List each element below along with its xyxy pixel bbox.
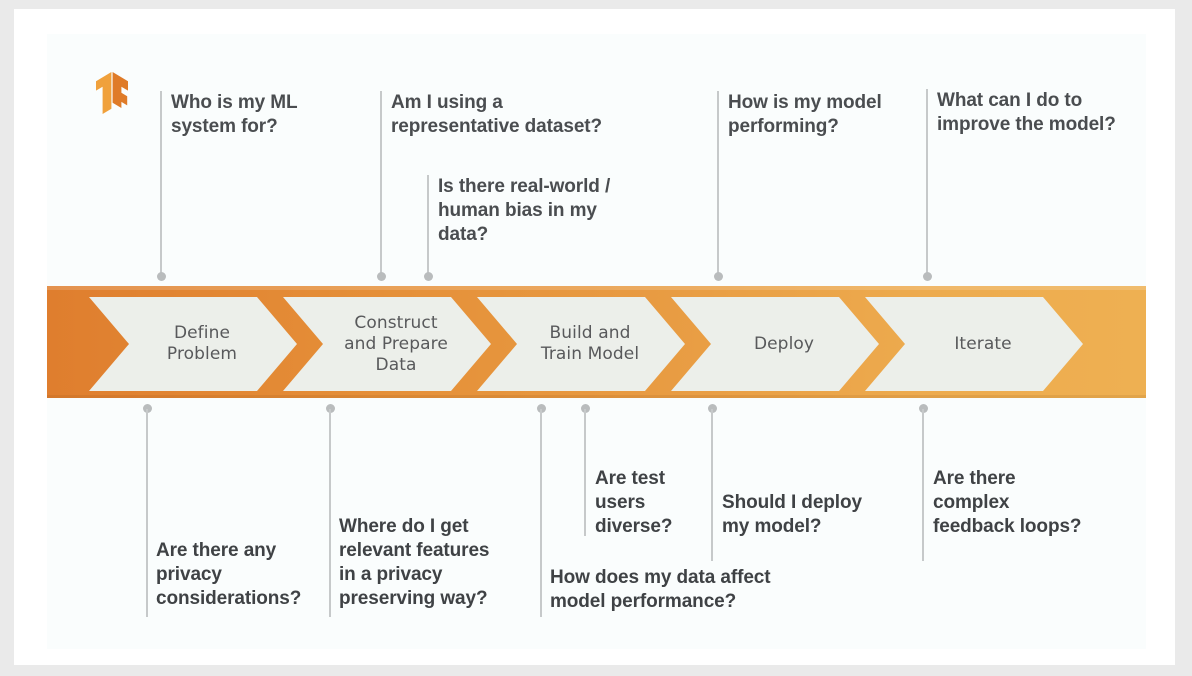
band-highlight bbox=[47, 286, 1146, 290]
tensorflow-logo bbox=[96, 72, 128, 114]
connector-dot-top-2 bbox=[377, 272, 386, 281]
connector-line-bottom-2 bbox=[329, 409, 331, 617]
note-line: in a privacy bbox=[339, 564, 443, 585]
connector-dot-top-3 bbox=[424, 272, 433, 281]
connector-dot-bottom-4 bbox=[581, 404, 590, 413]
note-are-test-users-diverse: Are test users diverse? bbox=[595, 467, 715, 539]
process-step-label: Iterate bbox=[954, 333, 1012, 354]
note-line: diverse? bbox=[595, 516, 673, 537]
note-line: Are test bbox=[595, 468, 665, 489]
note-should-i-deploy-my-model: Should I deploy my model? bbox=[722, 491, 917, 539]
note-line: Am I using a bbox=[391, 92, 503, 113]
connector-dot-bottom-3 bbox=[537, 404, 546, 413]
process-step-iterate[interactable]: Iterate bbox=[865, 297, 1083, 391]
connector-dot-top-4 bbox=[714, 272, 723, 281]
note-line: performing? bbox=[728, 116, 839, 137]
note-line: What can I do to bbox=[937, 90, 1083, 111]
note-line: relevant features bbox=[339, 540, 490, 561]
connector-line-bottom-5 bbox=[711, 409, 713, 561]
note-line: preserving way? bbox=[339, 588, 488, 609]
slide-card: Who is my ML system for? Am I using a re… bbox=[47, 34, 1146, 649]
connector-line-top-5 bbox=[926, 89, 928, 279]
note-line: How does my data affect bbox=[550, 567, 771, 588]
process-step-label: Define Problem bbox=[166, 323, 238, 364]
note-line: Are there any bbox=[156, 540, 277, 561]
connector-line-bottom-6 bbox=[922, 409, 924, 561]
note-how-is-my-model-performing: How is my model performing? bbox=[728, 91, 928, 139]
note-line: improve the model? bbox=[937, 114, 1116, 135]
process-step-deploy[interactable]: Deploy bbox=[671, 297, 879, 391]
connector-dot-bottom-5 bbox=[708, 404, 717, 413]
note-line: users bbox=[595, 492, 646, 513]
connector-dot-bottom-6 bbox=[919, 404, 928, 413]
note-line: Who is my ML bbox=[171, 92, 298, 113]
note-how-does-data-affect-performance: How does my data affect model performanc… bbox=[550, 566, 820, 614]
note-line: feedback loops? bbox=[933, 516, 1082, 537]
connector-line-top-1 bbox=[160, 91, 162, 279]
connector-line-bottom-3 bbox=[540, 409, 542, 617]
ml-workflow-band: Define Problem Construct and Prepare Dat… bbox=[47, 286, 1146, 398]
note-relevant-features-privacy-preserving: Where do I get relevant features in a pr… bbox=[339, 515, 524, 611]
note-line: my model? bbox=[722, 516, 822, 537]
note-line: human bias in my bbox=[438, 200, 597, 221]
connector-line-top-4 bbox=[717, 91, 719, 279]
connector-dot-bottom-1 bbox=[143, 404, 152, 413]
note-line: Are there bbox=[933, 468, 1016, 489]
band-shadow bbox=[47, 395, 1146, 398]
connector-line-top-3 bbox=[427, 175, 429, 279]
process-step-build-and-train-model[interactable]: Build and Train Model bbox=[477, 297, 685, 391]
connector-line-top-2 bbox=[380, 91, 382, 279]
process-step-construct-and-prepare-data[interactable]: Construct and Prepare Data bbox=[283, 297, 491, 391]
note-line: system for? bbox=[171, 116, 278, 137]
note-line: complex bbox=[933, 492, 1010, 513]
note-complex-feedback-loops: Are there complex feedback loops? bbox=[933, 467, 1133, 539]
connector-dot-bottom-2 bbox=[326, 404, 335, 413]
note-line: model performance? bbox=[550, 591, 737, 612]
connector-line-bottom-1 bbox=[146, 409, 148, 617]
note-line: representative dataset? bbox=[391, 116, 603, 137]
note-line: Is there real-world / bbox=[438, 176, 611, 197]
note-line: Where do I get bbox=[339, 516, 469, 537]
note-what-can-i-do-to-improve: What can I do to improve the model? bbox=[937, 89, 1152, 137]
note-privacy-considerations: Are there any privacy considerations? bbox=[156, 539, 356, 611]
note-line: considerations? bbox=[156, 588, 302, 609]
connector-line-bottom-4 bbox=[584, 409, 586, 536]
process-step-define-problem[interactable]: Define Problem bbox=[89, 297, 297, 391]
connector-dot-top-1 bbox=[157, 272, 166, 281]
note-who-is-my-ml-system-for: Who is my ML system for? bbox=[171, 91, 381, 139]
page-sheet: Who is my ML system for? Am I using a re… bbox=[14, 9, 1175, 665]
process-step-label: Construct and Prepare Data bbox=[344, 312, 448, 375]
note-real-world-human-bias: Is there real-world / human bias in my d… bbox=[438, 175, 658, 247]
note-line: data? bbox=[438, 224, 489, 245]
process-step-label: Build and Train Model bbox=[540, 323, 640, 364]
note-am-i-using-representative-dataset: Am I using a representative dataset? bbox=[391, 91, 651, 139]
note-line: privacy bbox=[156, 564, 222, 585]
connector-dot-top-5 bbox=[923, 272, 932, 281]
note-line: Should I deploy bbox=[722, 492, 862, 513]
process-step-label: Deploy bbox=[753, 333, 815, 354]
note-line: How is my model bbox=[728, 92, 882, 113]
